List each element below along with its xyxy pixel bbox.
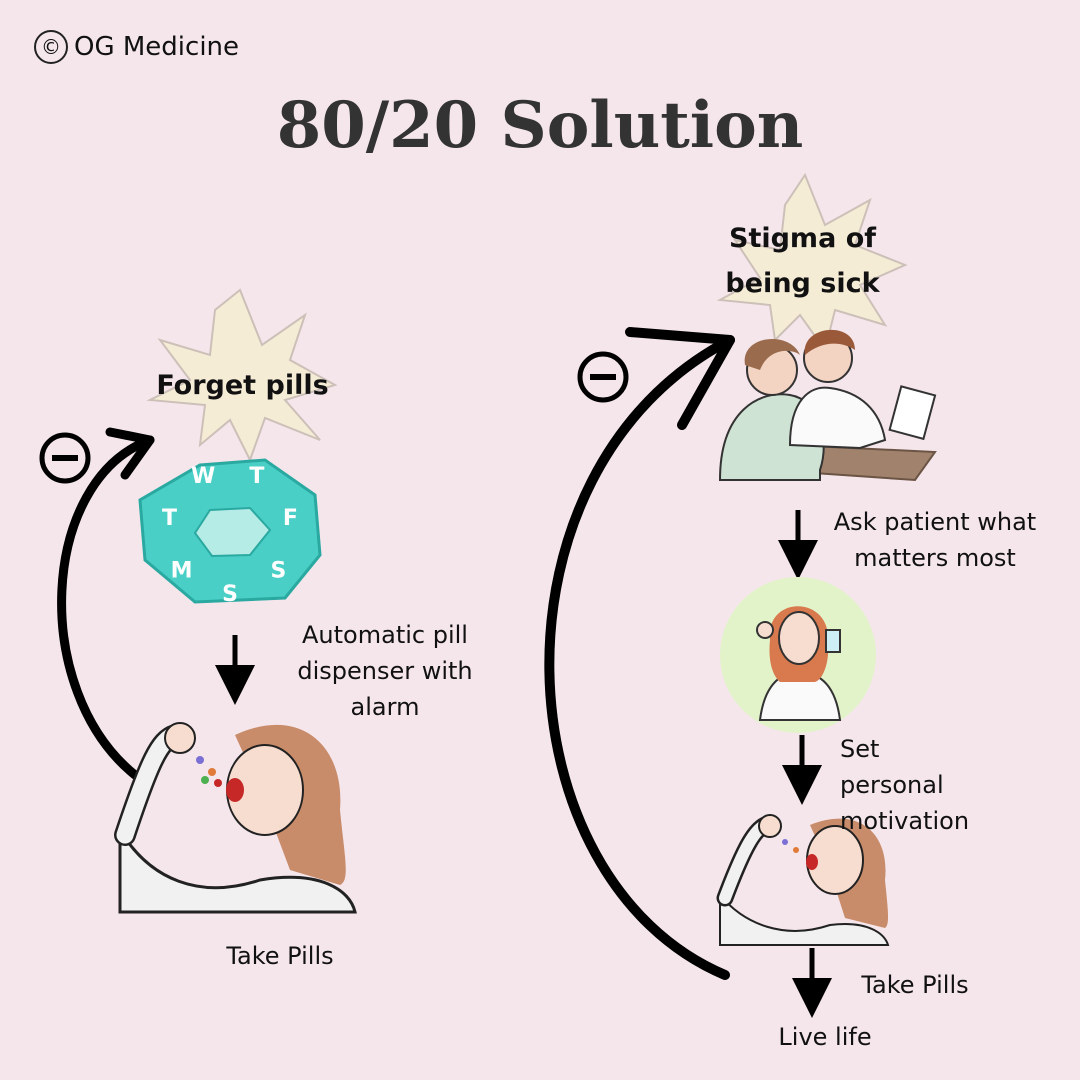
woman-taking-pills-image-left <box>114 722 357 914</box>
step-label-pill-dispenser: Automatic pill dispenser with alarm <box>297 621 473 721</box>
pillbox-day-letter: S <box>222 582 238 607</box>
happy-woman-image <box>720 577 876 733</box>
starburst-left <box>146 288 338 463</box>
doctor-patient-image <box>718 329 937 482</box>
woman-taking-pills-image-right <box>716 814 890 946</box>
step-label-personal-motivation: Set personal motivation <box>840 735 970 835</box>
brand-name: OG Medicine <box>74 32 240 62</box>
starburst-right <box>716 172 908 353</box>
pillbox-day-letter: M <box>171 559 193 584</box>
minus-circle-icon-right <box>577 351 629 403</box>
brand-logo: © OG Medicine <box>34 30 239 64</box>
pillbox-day-letter: T <box>249 464 264 489</box>
step-label-live-life: Live life <box>778 1023 872 1051</box>
step-label-ask-patient: Ask patient what matters most <box>833 508 1037 572</box>
copyright-icon: © <box>34 30 68 64</box>
step-label-take-pills-right: Take Pills <box>861 971 969 999</box>
pillbox-day-letter: F <box>283 506 298 531</box>
arrowhead-left <box>105 427 155 480</box>
minus-circle-icon-left <box>39 432 91 484</box>
step-label-take-pills-left: Take Pills <box>226 942 334 970</box>
arrowhead-right <box>625 327 735 430</box>
problem-label-left: Forget pills <box>156 370 329 401</box>
pillbox-day-letter: S <box>271 559 287 584</box>
feedback-arc-right <box>544 335 735 980</box>
page-title: 80/20 Solution <box>276 88 804 163</box>
pillbox-day-letter: W <box>191 464 215 489</box>
pillbox-day-letter: T <box>162 506 177 531</box>
feedback-arc-left <box>57 435 155 780</box>
problem-label-right: Stigma of being sick <box>725 223 880 299</box>
